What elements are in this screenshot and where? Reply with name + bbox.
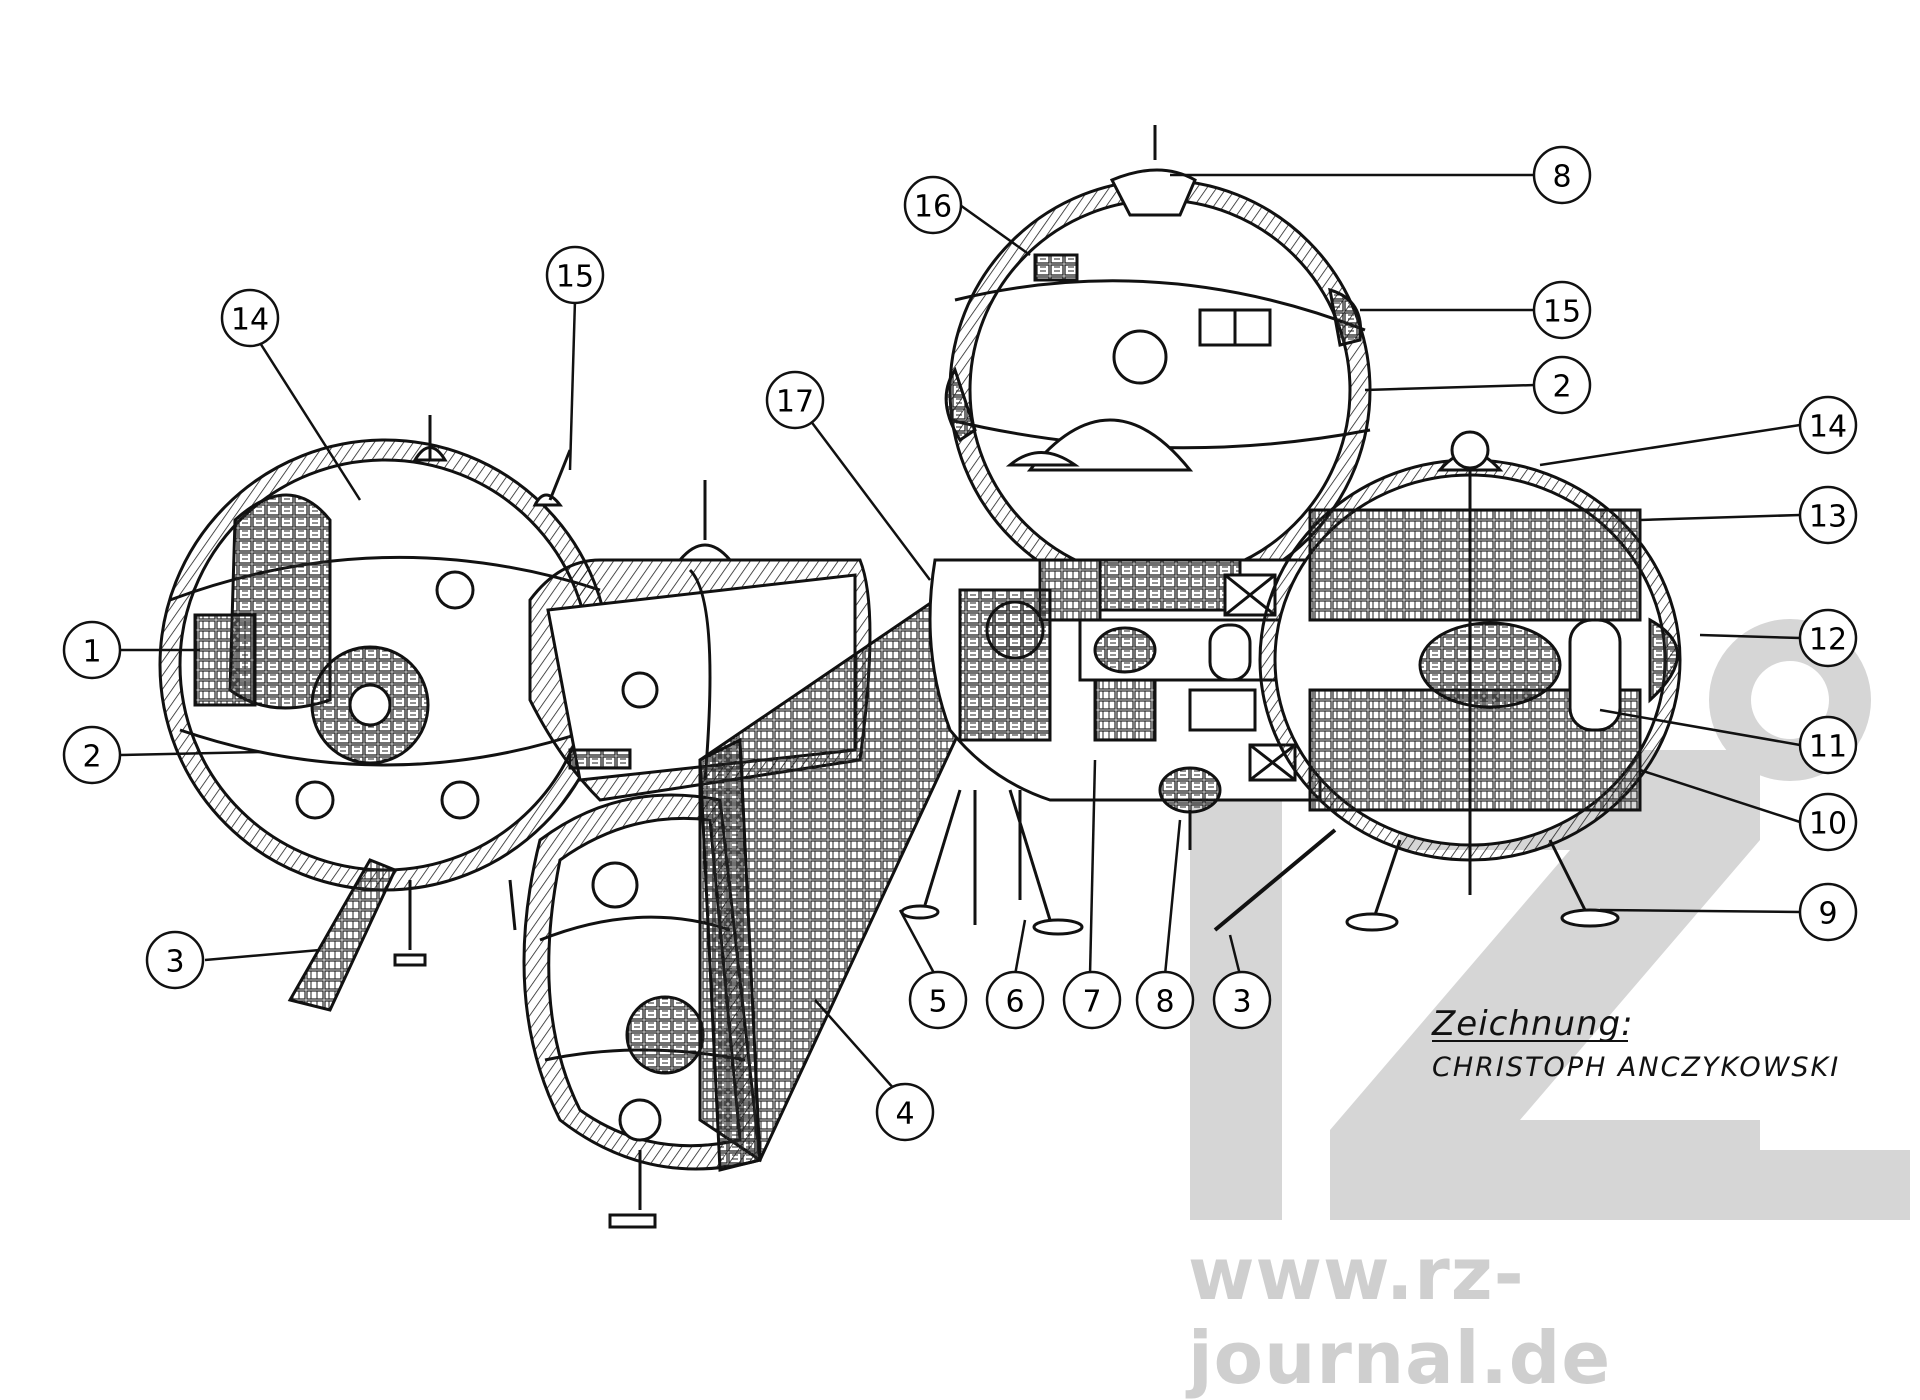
- credit-author: CHRISTOPH ANCZYKOWSKI: [1432, 1052, 1841, 1083]
- callout-6-label: 6: [1005, 985, 1024, 1020]
- top-sphere-module: [944, 125, 1372, 602]
- callout-13: 13: [1798, 485, 1858, 545]
- callout-9-label: 9: [1818, 897, 1837, 932]
- callout-8-bottom-label: 8: [1155, 985, 1174, 1020]
- leader-lines: [119, 173, 1801, 1091]
- callout-12-label: 12: [1809, 623, 1847, 658]
- callout-15-left-label: 15: [556, 260, 594, 295]
- callout-16-label: 16: [914, 190, 952, 225]
- callout-14-left: 14: [220, 288, 280, 348]
- right-cutaway-sphere: [1258, 430, 1682, 932]
- callout-2-left-label: 2: [82, 740, 101, 775]
- center-legs: [900, 789, 1337, 936]
- callout-17-label: 17: [776, 385, 814, 420]
- callout-14-left-label: 14: [231, 303, 269, 338]
- callout-markers: 1 2 3 14 15 17 4 5 6 7 8 3 8 16 15 2 14 …: [62, 145, 1858, 1142]
- callout-11: 11: [1798, 715, 1858, 775]
- callout-17: 17: [765, 370, 825, 430]
- callout-7: 7: [1062, 970, 1122, 1030]
- callout-5: 5: [908, 970, 968, 1030]
- callout-14-right-label: 14: [1809, 410, 1847, 445]
- callout-14-right: 14: [1798, 395, 1858, 455]
- callout-8-top: 8: [1532, 145, 1592, 205]
- callout-3-left-label: 3: [165, 945, 184, 980]
- callout-15-left: 15: [545, 245, 605, 305]
- callout-2-left: 2: [62, 725, 122, 785]
- callout-4-label: 4: [895, 1097, 914, 1132]
- callout-3-right: 3: [1212, 970, 1272, 1030]
- callout-2-right-label: 2: [1552, 370, 1571, 405]
- callout-5-label: 5: [928, 985, 947, 1020]
- callout-16: 16: [903, 175, 963, 235]
- callout-12: 12: [1798, 608, 1858, 668]
- truss-panel: [698, 597, 962, 1172]
- callout-11-label: 11: [1809, 730, 1847, 765]
- credit-heading: Zeichnung:: [1432, 1004, 1634, 1044]
- callout-2-right: 2: [1532, 355, 1592, 415]
- space-station-drawing: 1 2 3 14 15 17 4 5 6 7 8 3 8 16 15 2 14 …: [62, 125, 1910, 1229]
- callout-10: 10: [1798, 792, 1858, 852]
- callout-1: 1: [62, 620, 122, 680]
- callout-1-label: 1: [82, 635, 101, 670]
- watermark-url: www.rz-journal.de: [1188, 1232, 1612, 1400]
- callout-7-label: 7: [1082, 985, 1101, 1020]
- callout-3-right-label: 3: [1232, 985, 1251, 1020]
- callout-8-bottom: 8: [1135, 970, 1195, 1030]
- callout-15-right-label: 15: [1543, 295, 1581, 330]
- callout-15-right: 15: [1532, 280, 1592, 340]
- callout-6: 6: [985, 970, 1045, 1030]
- callout-8-top-label: 8: [1552, 160, 1571, 195]
- left-sphere-module: [158, 415, 612, 1012]
- callout-4: 4: [875, 1082, 935, 1142]
- callout-13-label: 13: [1809, 500, 1847, 535]
- cutaway-core: [928, 558, 1322, 850]
- callout-3-left: 3: [145, 930, 205, 990]
- callout-9: 9: [1798, 882, 1858, 942]
- callout-10-label: 10: [1809, 807, 1847, 842]
